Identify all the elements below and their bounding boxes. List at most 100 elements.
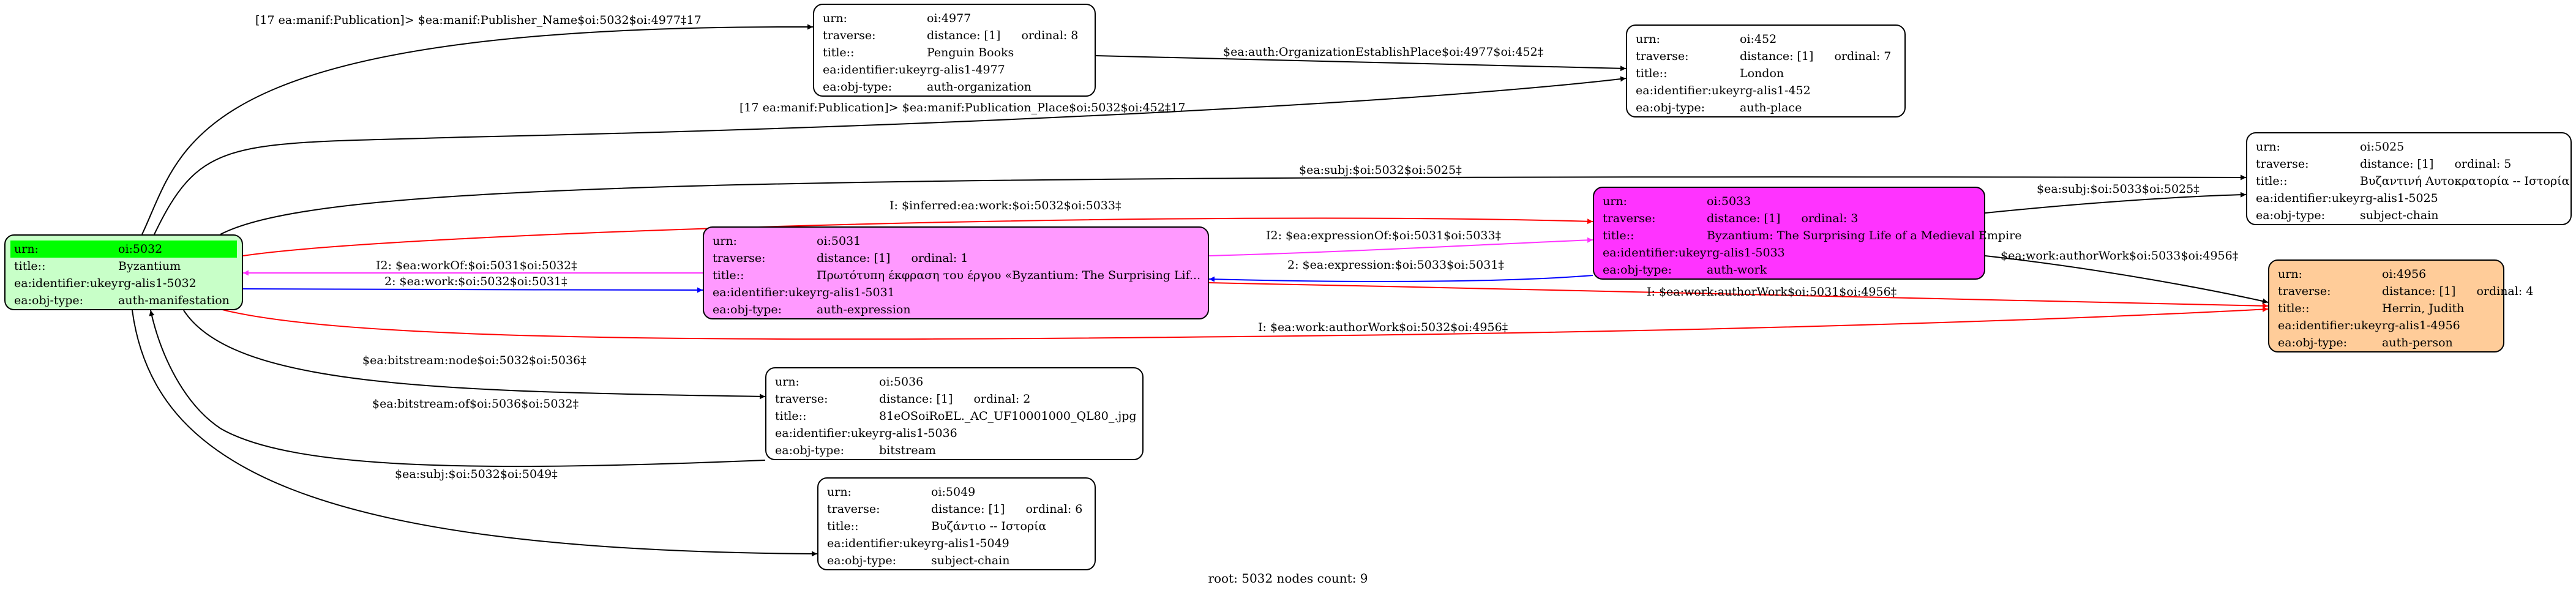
objtype-label: ea:obj-type: [823,80,893,94]
objtype-label: ea:obj-type: [2278,336,2348,349]
urn-label: urn: [1636,32,1660,46]
urn-label: urn: [2278,267,2302,281]
objtype-value: subject-chain [2360,209,2439,222]
objtype-value: bitstream [879,444,936,457]
objtype-label: ea:obj-type: [1603,263,1672,277]
edge-label: I: $ea:work:authorWork$oi:5031$oi:4956‡ [1647,285,1897,299]
edge-4977-452 [1095,55,1627,72]
ukey-value: rg-alis1-4977 [927,63,1005,76]
urn-value: oi:4956 [2382,267,2427,281]
objtype-value: subject-chain [931,554,1010,567]
urn-value: oi:5033 [1707,195,1751,208]
edge-label: $ea:subj:$oi:5032$oi:5049‡ [395,468,558,481]
objtype-value: auth-organization [927,80,1032,94]
urn-value: oi:4977 [927,12,972,25]
node-4956[interactable]: urn: oi:4956 traverse: distance: [1]ordina… [2268,259,2533,352]
title-value: Βυζαντινή Αυτοκρατορία -- Ιστορία [2360,174,2570,188]
ukey-label: ea:identifier:ukey [2256,192,2360,205]
edge-label: I2: $ea:expressionOf:$oi:5031$oi:5033‡ [1266,229,1502,242]
node-5032[interactable]: urn:oi:5032 title::Byzantium ea:identifi… [4,234,243,310]
traverse-value: distance: [1]ordinal: 6 [931,502,1083,516]
edge-label: 2: $ea:expression:$oi:5033$oi:5031‡ [1287,258,1504,272]
edge-5032-5036 [183,310,766,400]
node-5025[interactable]: urn:oi:5025 traverse:distance: [1]ordina… [2246,132,2572,225]
edge-5032-5033 [242,217,1593,256]
title-label: title:: [827,520,859,533]
ukey-label: ea:identifier:ukey [1603,246,1707,259]
traverse-value: distance: [1]ordinal: 4 [2382,285,2534,298]
edge-5032-5025 [220,174,2247,235]
urn-label: urn: [713,234,737,248]
title-value: 81eOSoiRoEL._AC_UF10001000_QL80_.jpg [879,409,1137,423]
traverse-value: distance: [1]ordinal: 7 [1740,50,1892,63]
urn-value: oi:5032 [114,241,237,258]
traverse-value: distance: [1]ordinal: 2 [879,392,1031,406]
objtype-label: ea:obj-type: [1636,101,1705,114]
traverse-label: traverse: [713,252,766,265]
ukey-value: rg-alis1-5036 [879,427,957,440]
edge-label: $ea:subj:$oi:5032$oi:5025‡ [1299,163,1462,177]
title-label: title:: [1636,67,1668,80]
node-5049[interactable]: urn: oi:5049 traverse: distance: [1]ordina… [817,477,1096,570]
ukey-value: rg-alis1-5032 [118,277,197,290]
traverse-label: traverse: [2278,285,2331,298]
traverse-value: distance: [1]ordinal: 8 [927,29,1079,42]
title-label: title:: [14,259,46,273]
edge-label: $ea:bitstream:of$oi:5036$oi:5032‡ [372,397,579,411]
edge-5032-452 [154,76,1627,235]
traverse-value: distance: [1]ordinal: 5 [2360,157,2512,171]
urn-label: urn: [823,12,847,25]
node-5031[interactable]: urn:oi:5031 traverse:distance: [1]ordina… [703,226,1209,319]
title-label: title:: [1603,229,1634,242]
traverse-label: traverse: [775,392,828,406]
title-label: title:: [823,46,855,59]
urn-label: urn: [827,485,852,499]
edge-label: $ea:work:authorWork$oi:5033$oi:4956‡ [2001,249,2239,263]
urn-label: urn: [10,241,122,258]
objtype-value: auth-manifestation [118,294,230,307]
ukey-value: rg-alis1-5025 [2360,192,2438,205]
title-value: Penguin Books [927,46,1014,59]
urn-value: oi:5049 [931,485,976,499]
traverse-label: traverse: [1603,212,1656,225]
urn-label: urn: [775,375,799,389]
urn-label: urn: [2256,140,2280,154]
edge-5031-4956 [1208,282,2269,309]
ukey-value: rg-alis1-5049 [931,537,1009,550]
node-5033[interactable]: urn: oi:5033 traverse: distance: [1]ordina… [1593,187,2022,280]
graph-caption: root: 5032 nodes count: 9 [1208,571,1368,586]
objtype-value: auth-expression [817,303,911,316]
ukey-label: ea:identifier:ukey [713,286,817,299]
edge-label: [17 ea:manif:Publication]> $ea:manif:Pub… [255,13,702,27]
objtype-label: ea:obj-type: [713,303,782,316]
urn-label: urn: [1603,195,1627,208]
traverse-label: traverse: [827,502,880,516]
ukey-label: ea:identifier:ukey [2278,319,2382,332]
traverse-value: distance: [1]ordinal: 3 [1707,212,1859,225]
edge-label: $ea:subj:$oi:5033$oi:5025‡ [2037,182,2200,196]
traverse-label: traverse: [2256,157,2309,171]
title-value: Πρωτότυπη έκφραση του έργου «Byzantium: … [817,269,1201,282]
node-4977[interactable]: urn:oi:4977 traverse:distance: [1]ordina… [813,4,1096,97]
ukey-value: rg-alis1-5033 [1707,246,1785,259]
edge-label: $ea:bitstream:node$oi:5032$oi:5036‡ [362,354,586,367]
title-label: title:: [713,269,744,282]
ukey-value: rg-alis1-4956 [2382,319,2460,332]
edge-5032-4956 [201,303,2269,340]
objtype-label: ea:obj-type: [14,294,84,307]
edge-label: 2: $ea:work:$oi:5032$oi:5031‡ [384,275,567,288]
node-5036[interactable]: urn:oi:5036 traverse:distance: [1]ordina… [765,367,1144,460]
urn-value: oi:452 [1740,32,1777,46]
objtype-label: ea:obj-type: [827,554,897,567]
objtype-value: auth-person [2382,336,2453,349]
edge-5032-5031 [242,287,703,293]
edge-label: $ea:auth:OrganizationEstablishPlace$oi:4… [1223,45,1544,59]
edge-5033-5025 [1985,192,2247,214]
objtype-value: auth-place [1740,101,1802,114]
urn-value: oi:5031 [817,234,861,248]
objtype-value: auth-work [1707,263,1767,277]
objtype-label: ea:obj-type: [775,444,845,457]
title-value: Βυζάντιο -- Ιστορία [931,520,1047,533]
node-452[interactable]: urn:oi:452 traverse:distance: [1]ordinal… [1626,24,1906,117]
